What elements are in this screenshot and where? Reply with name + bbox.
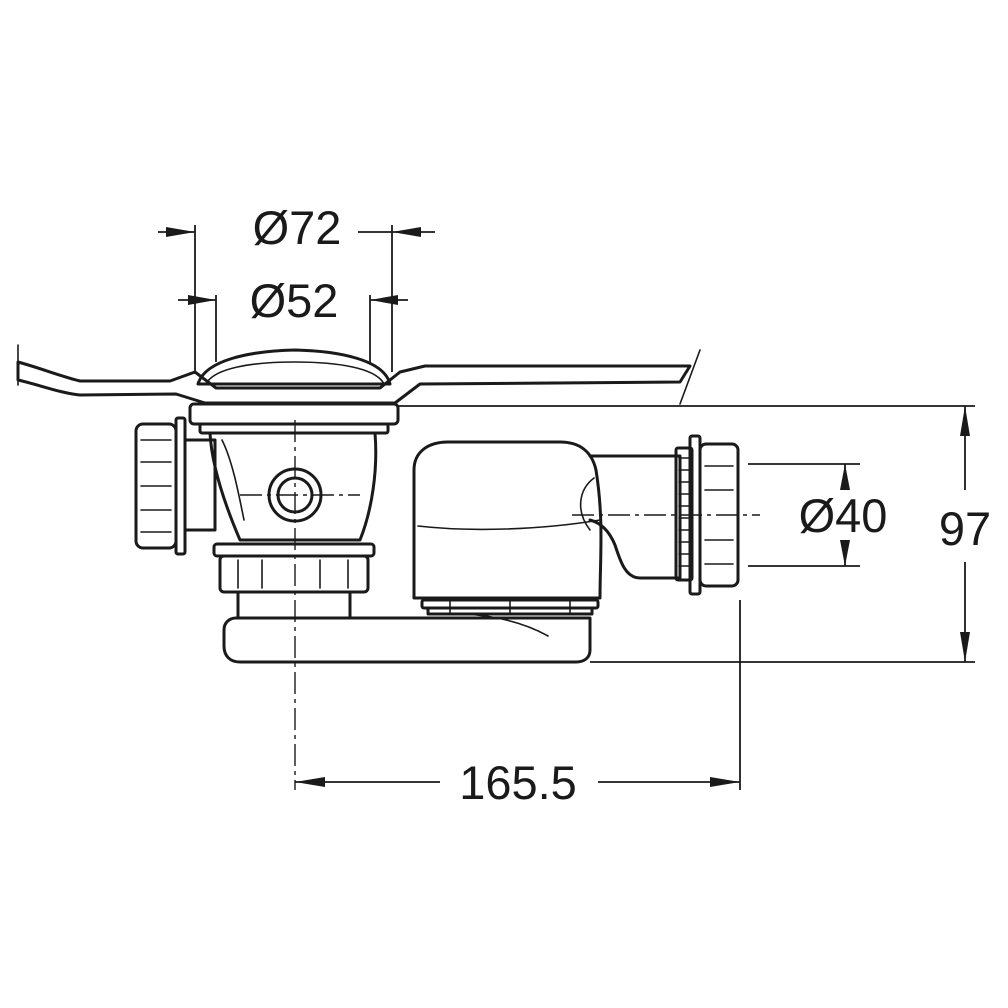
valve-body — [208, 431, 378, 542]
outer-diameter-label: Ø72 — [253, 201, 342, 254]
arrow-head — [370, 295, 398, 305]
arrow-head — [840, 540, 850, 566]
trap-base — [222, 612, 592, 664]
dimension-inner-diameter: Ø52 — [178, 274, 408, 362]
length-label: 165.5 — [459, 756, 577, 809]
bathtub-wall — [16, 344, 701, 405]
arrow-head — [188, 295, 216, 305]
siphon-trap — [412, 440, 603, 616]
height-label: 97 — [939, 502, 991, 555]
dimension-length: 165.5 — [295, 600, 741, 809]
center-lines — [240, 420, 760, 790]
drain-flange — [188, 402, 400, 435]
left-connector-nut — [134, 416, 217, 556]
dimension-outer-diameter: Ø72 — [158, 201, 435, 372]
arrow-head — [295, 777, 325, 787]
dimension-height: 97 — [398, 405, 991, 663]
arrow-head — [840, 464, 850, 490]
outlet-pipe — [588, 446, 694, 582]
dimension-outlet-diameter: Ø40 — [748, 463, 888, 567]
wall-break-right — [679, 349, 701, 405]
outlet-diameter-label: Ø40 — [799, 489, 888, 542]
arrow-head — [392, 227, 421, 237]
arrow-head — [710, 777, 740, 787]
drain-plug — [196, 348, 392, 386]
inner-diameter-label: Ø52 — [250, 274, 339, 327]
arrow-head — [166, 227, 195, 237]
arrow-head — [960, 632, 970, 662]
lower-nut — [212, 542, 376, 620]
arrow-head — [960, 406, 970, 436]
